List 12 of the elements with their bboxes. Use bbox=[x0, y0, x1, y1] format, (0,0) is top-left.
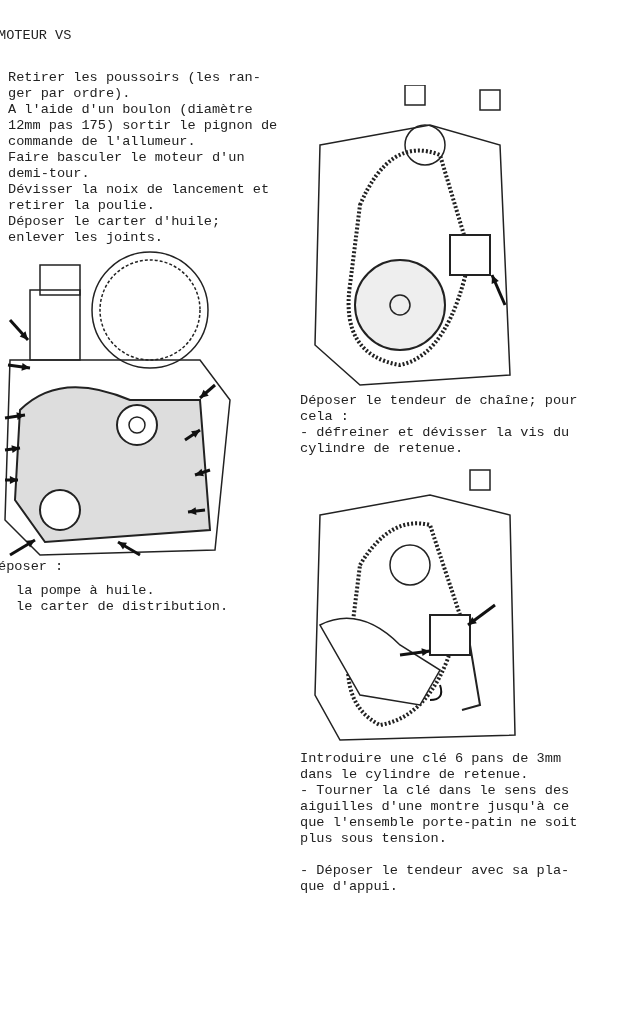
instruction-text: A l'aide d'un boulon (diamètre 12mm pas 175) sortir le pignon de commande de l'allumeur. bbox=[8, 102, 279, 150]
instruction-text: - défreiner et dévisser la vis du cylindre de retenue. bbox=[300, 425, 571, 457]
instruction-text: Introduire une clé 6 pans de 3mm dans le cylindre de retenue. bbox=[300, 751, 563, 783]
instruction-text: Dévisser la noix de lancement et retirer la poulie. bbox=[8, 182, 271, 214]
list-item: la pompe à huile. bbox=[16, 583, 156, 599]
instruction-text: Déposer le tendeur de chaîne; pour cela : bbox=[300, 393, 579, 425]
instruction-text: Déposer le carter d'huile; enlever les joints. bbox=[8, 214, 222, 246]
instruction-text: - Déposer le tendeur avec sa pla- que d'appui. bbox=[300, 863, 571, 895]
list-item: le carter de distribution. bbox=[16, 599, 230, 615]
instruction-text: Retirer les poussoirs (les ran- ger par ordre). bbox=[8, 70, 262, 102]
instruction-text: Faire basculer le moteur d'un demi-tour. bbox=[8, 150, 246, 182]
instruction-text: - Tourner la clé dans le sens des aiguilles d'une montre jusqu'à ce que l'ensemble porte-patin ne soit plus sous tension. bbox=[300, 783, 579, 847]
